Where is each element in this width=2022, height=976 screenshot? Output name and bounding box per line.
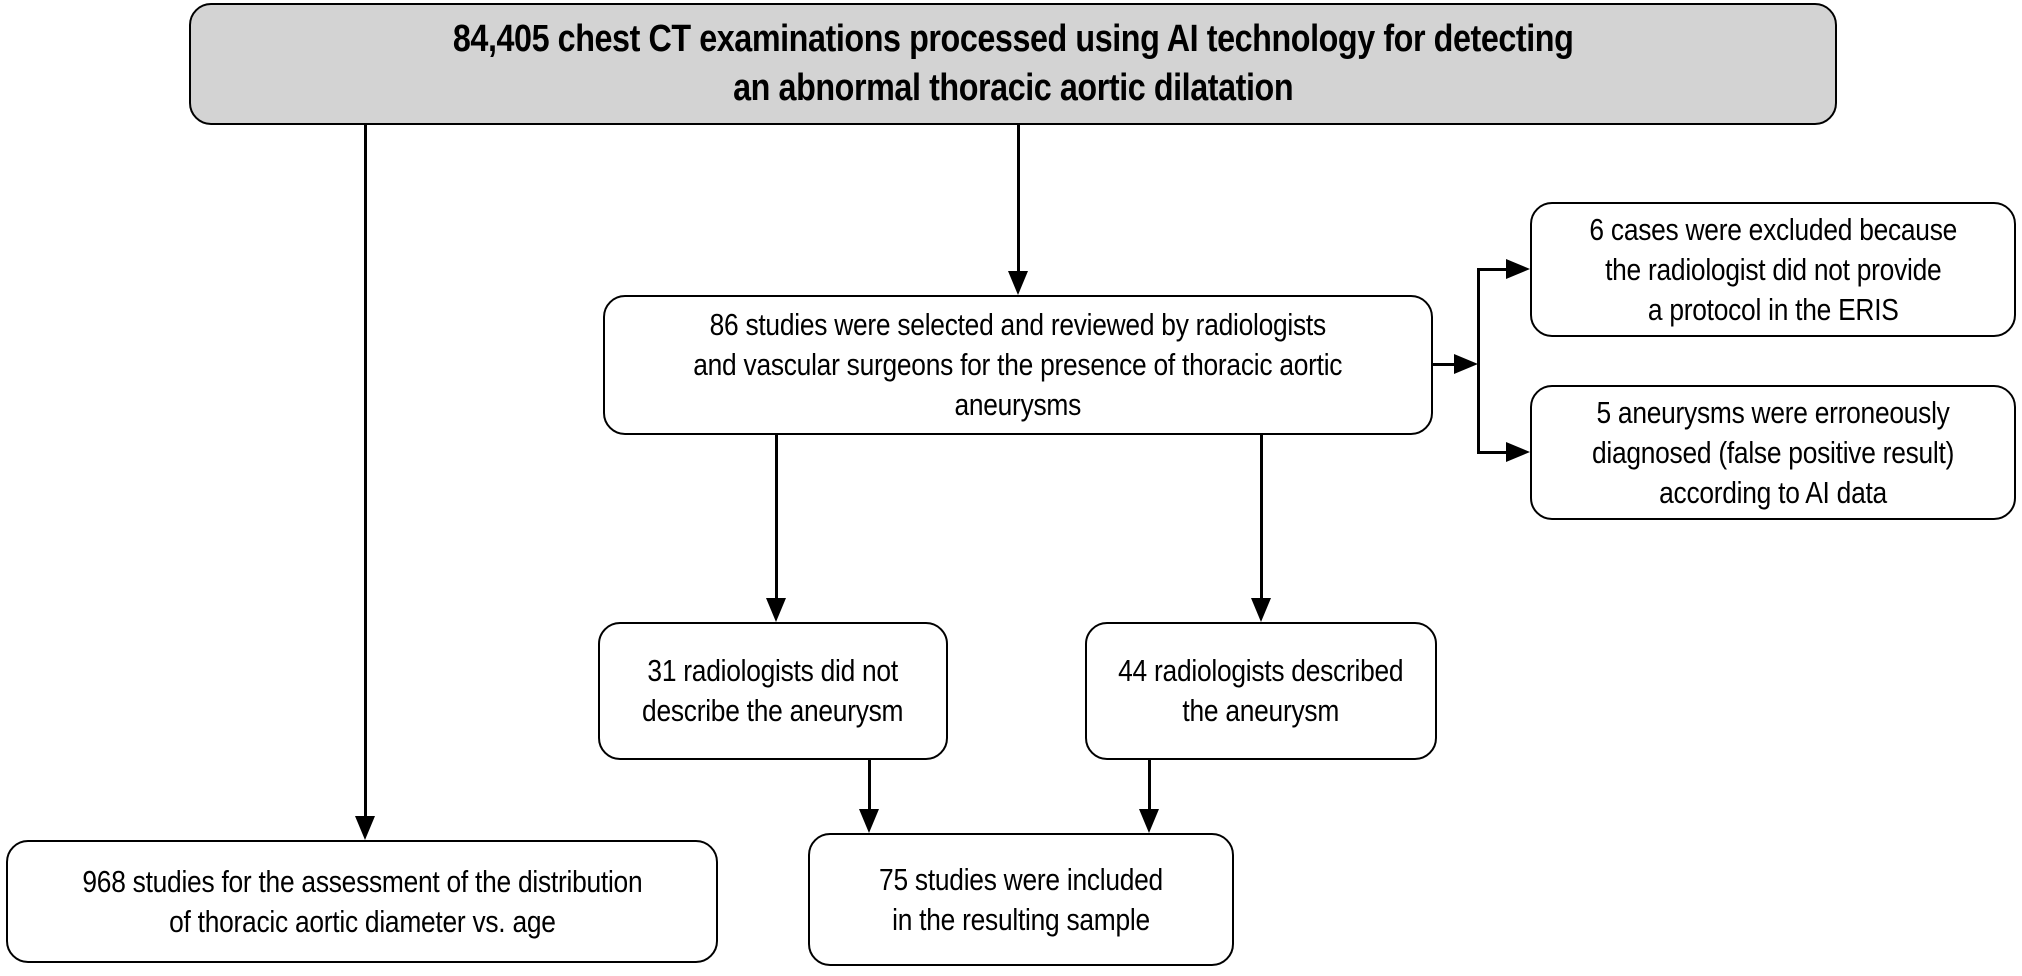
node-included-studies: 75 studies were included in the resultin… <box>808 833 1234 966</box>
node-aneurysm-described: 44 radiologists described the aneurysm <box>1085 622 1437 760</box>
node-aneurysm-not-described: 31 radiologists did not describe the ane… <box>598 622 948 760</box>
node-distribution-studies: 968 studies for the assessment of the di… <box>6 840 718 963</box>
connector-reviewed-to-described <box>1260 435 1263 600</box>
arrowhead-total-to-reviewed-icon <box>1008 271 1028 295</box>
arrowhead-branch-to-false-positives-icon <box>1506 442 1530 462</box>
node-distribution-studies-text: 968 studies for the assessment of the di… <box>82 863 642 939</box>
connector-total-to-reviewed <box>1017 125 1020 273</box>
connector-branch-to-excluded <box>1477 268 1508 271</box>
arrowhead-total-to-distribution-icon <box>355 816 375 840</box>
arrowhead-described-to-included-icon <box>1139 809 1159 833</box>
connector-not-described-to-included <box>868 760 871 811</box>
node-reviewed-studies: 86 studies were selected and reviewed by… <box>603 295 1433 435</box>
arrowhead-reviewed-to-described-icon <box>1251 598 1271 622</box>
arrowhead-reviewed-to-branch-icon <box>1454 354 1478 374</box>
node-total-ct-exams-text: 84,405 chest CT examinations processed u… <box>452 18 1574 109</box>
connector-total-to-distribution <box>364 125 367 818</box>
connector-reviewed-to-branch <box>1433 363 1456 366</box>
node-false-positives: 5 aneurysms were erroneously diagnosed (… <box>1530 385 2016 520</box>
node-included-studies-text: 75 studies were included in the resultin… <box>879 861 1163 937</box>
node-reviewed-studies-text: 86 studies were selected and reviewed by… <box>693 307 1343 422</box>
node-excluded-no-protocol: 6 cases were excluded because the radiol… <box>1530 202 2016 337</box>
node-total-ct-exams: 84,405 chest CT examinations processed u… <box>189 3 1837 125</box>
arrowhead-not-described-to-included-icon <box>859 809 879 833</box>
arrowhead-branch-to-excluded-icon <box>1506 259 1530 279</box>
connector-reviewed-to-not-described <box>775 435 778 600</box>
connector-branch-to-false-positives <box>1477 451 1508 454</box>
connector-described-to-included <box>1148 760 1151 811</box>
arrowhead-reviewed-to-not-described-icon <box>766 598 786 622</box>
connector-branch-vertical <box>1477 269 1480 453</box>
node-aneurysm-described-text: 44 radiologists described the aneurysm <box>1118 653 1404 728</box>
node-aneurysm-not-described-text: 31 radiologists did not describe the ane… <box>642 653 904 728</box>
node-excluded-no-protocol-text: 6 cases were excluded because the radiol… <box>1589 211 1957 327</box>
node-false-positives-text: 5 aneurysms were erroneously diagnosed (… <box>1591 394 1955 510</box>
